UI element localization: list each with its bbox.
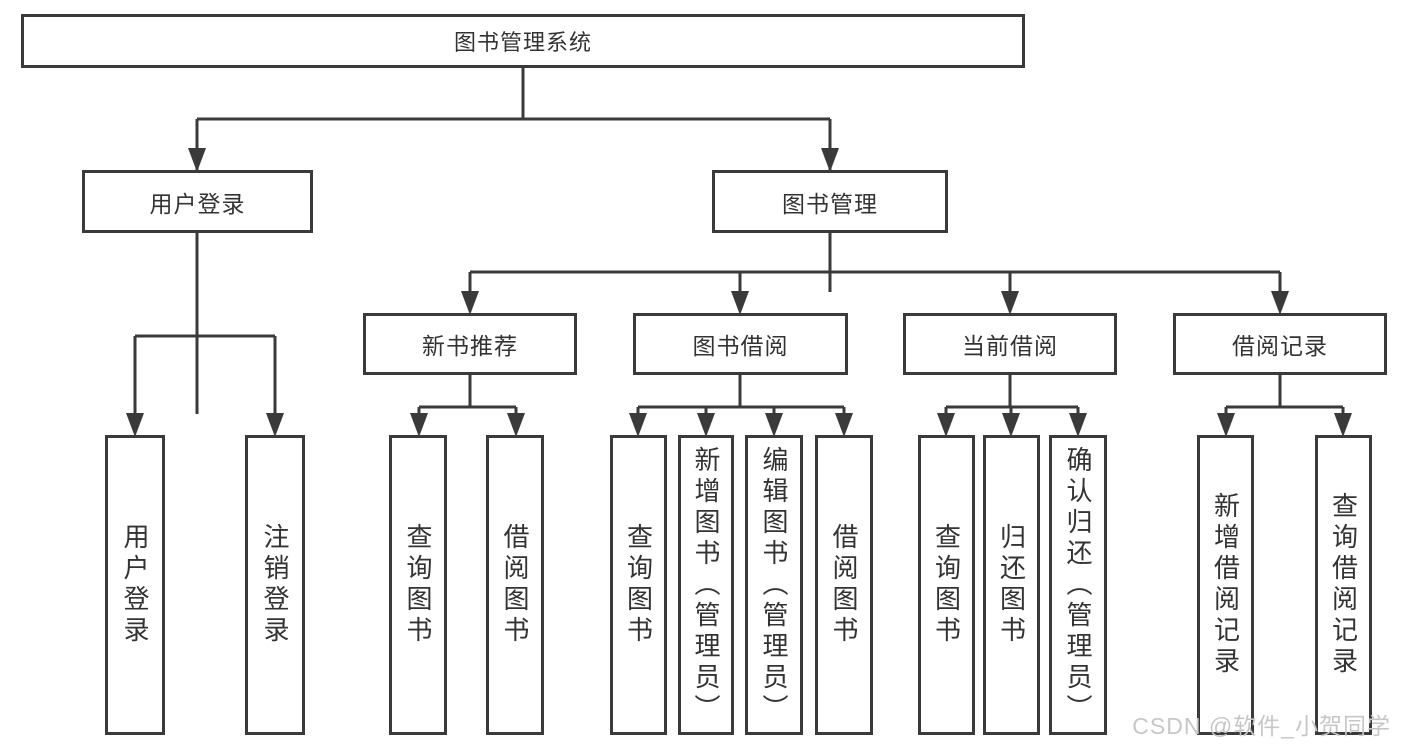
node-label: 借阅记录 (1232, 333, 1328, 359)
node-book-management: 图书管理 (712, 170, 948, 233)
node-label: 新书推荐 (422, 333, 518, 359)
node-book-borrowing: 图书借阅 (633, 313, 848, 375)
node-label: 归还图书 (996, 523, 1027, 647)
node-leaf-logout: 注销登录 (245, 435, 305, 735)
node-label: 查询图书 (931, 523, 962, 647)
node-label: 注销登录 (260, 523, 290, 647)
node-leaf-return-book: 归还图书 (983, 435, 1040, 735)
node-label: 新增图书（管理员） (691, 445, 721, 725)
node-leaf-user-login: 用户登录 (105, 435, 165, 735)
node-label: 查询图书 (623, 523, 654, 647)
node-leaf-query-borrow-record: 查询借阅记录 (1315, 435, 1372, 735)
node-label: 查询图书 (403, 523, 433, 647)
node-label: 图书管理 (782, 190, 878, 217)
node-label: 用户登录 (120, 523, 150, 647)
node-label: 当前借阅 (962, 333, 1058, 359)
node-label: 编辑图书（管理员） (759, 445, 789, 725)
node-leaf-query-books-current: 查询图书 (918, 435, 975, 735)
node-label: 图书管理系统 (453, 30, 592, 55)
node-library-management-system: 图书管理系统 (21, 14, 1025, 68)
node-leaf-query-books-borrowing: 查询图书 (610, 435, 667, 735)
node-leaf-confirm-return-admin: 确认归还（管理员） (1049, 435, 1107, 735)
node-label: 借阅图书 (500, 523, 530, 647)
node-borrow-records: 借阅记录 (1173, 313, 1387, 375)
node-label: 确认归还（管理员） (1063, 445, 1093, 725)
node-new-book-recommend: 新书推荐 (363, 313, 577, 375)
node-label: 用户登录 (149, 190, 246, 217)
node-leaf-borrow-books: 借阅图书 (815, 435, 873, 735)
node-leaf-add-borrow-record: 新增借阅记录 (1197, 435, 1254, 735)
node-current-borrowing: 当前借阅 (903, 313, 1117, 375)
node-label: 新增借阅记录 (1210, 492, 1241, 678)
node-leaf-add-book-admin: 新增图书（管理员） (678, 435, 734, 735)
node-user-login: 用户登录 (82, 170, 313, 233)
watermark: CSDN @软件_小贺同学 (1132, 713, 1391, 739)
node-label: 图书借阅 (692, 333, 789, 359)
node-label: 借阅图书 (829, 523, 859, 647)
node-leaf-query-books-recommend: 查询图书 (389, 435, 447, 735)
node-label: 查询借阅记录 (1328, 492, 1359, 678)
node-leaf-borrow-books-recommend: 借阅图书 (486, 435, 544, 735)
node-leaf-edit-book-admin: 编辑图书（管理员） (745, 435, 803, 735)
